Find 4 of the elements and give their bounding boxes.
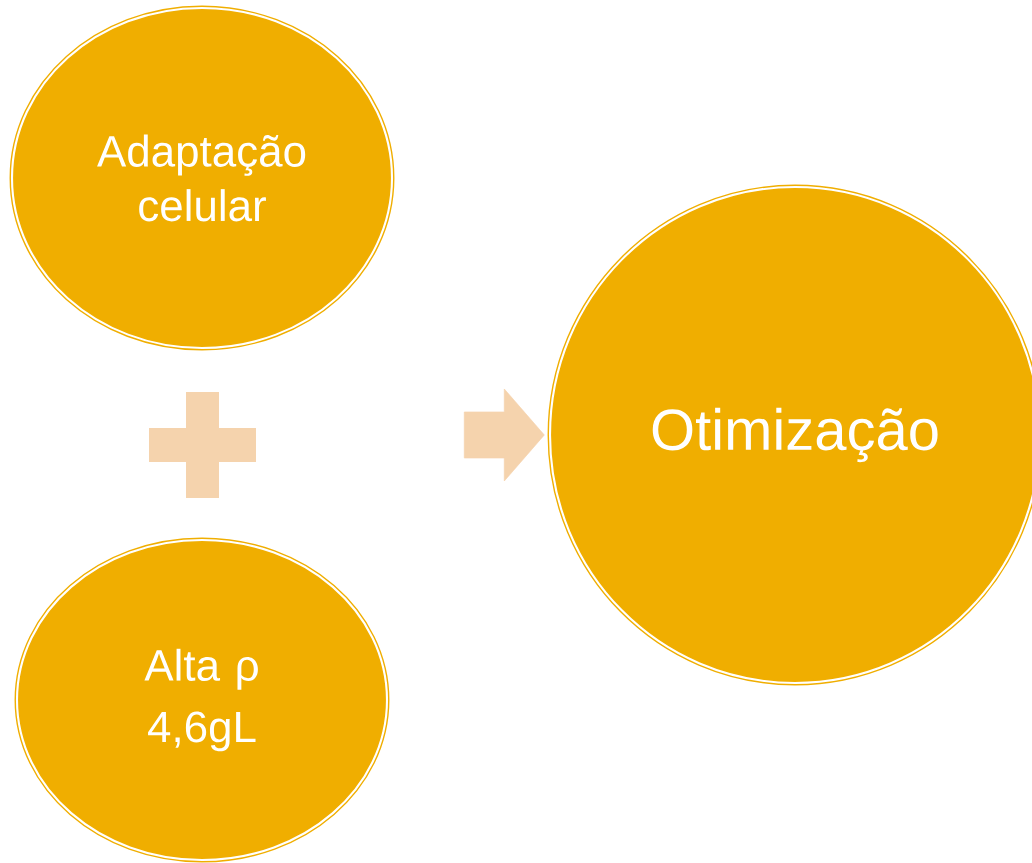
circle-node: Alta ρ 4,6gL	[14, 537, 390, 863]
circle-node: Adaptação celular	[9, 5, 395, 351]
block-arrow	[463, 388, 545, 482]
circle-node: Otimização	[547, 184, 1032, 686]
